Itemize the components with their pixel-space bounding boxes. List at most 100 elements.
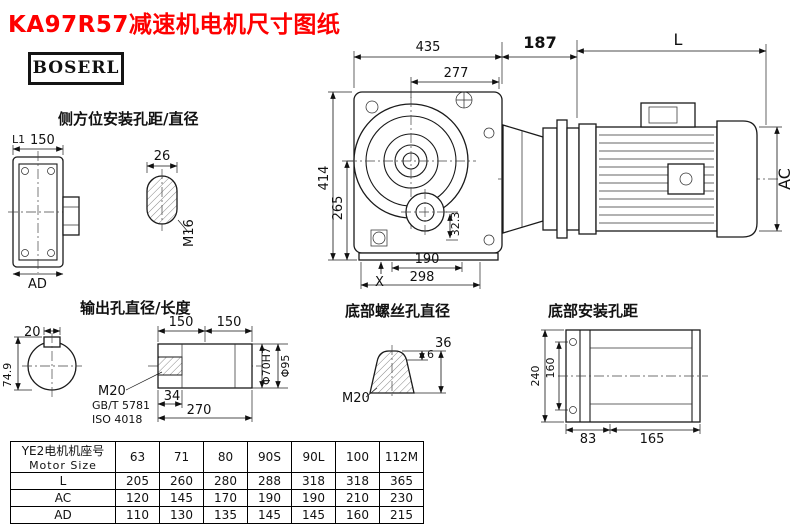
bottom-screw-label: 底部螺丝孔直径 [345, 302, 450, 320]
mount-bolt-hole [569, 406, 577, 414]
table-cell: 365 [379, 472, 424, 490]
bottom-screw-view: 底部螺丝孔直径 6 36 M20 [342, 302, 452, 406]
dim-298: 298 [360, 262, 481, 289]
dim-277: 277 [410, 66, 500, 98]
motor-side-view: 187 L AC [498, 30, 794, 239]
dim-36-label: 36 [435, 336, 452, 351]
dim-ad: AD [12, 271, 64, 292]
table-header-cn: YE2电机机座号 [21, 444, 105, 458]
dim-435-label: 435 [416, 40, 441, 55]
table-cell: 145 [247, 506, 292, 524]
output-shaft-view: 输出孔直径/长度 20 74.9 150 150 [1, 299, 292, 426]
size-col-112m: 112M [379, 441, 424, 473]
dim-190-label: 190 [415, 252, 440, 267]
table-cell: 210 [335, 489, 380, 507]
table-cell: 190 [291, 489, 336, 507]
table-header-motor-size: YE2电机机座号 Motor Size [10, 441, 116, 473]
table-cell: 230 [379, 489, 424, 507]
side-hole-label: 侧方位安装孔距/直径 [58, 110, 198, 128]
dim-ad-label: AD [28, 277, 47, 292]
dim-83-165: 83 165 [565, 424, 701, 445]
flange-bolt-hole [47, 167, 55, 175]
table-cell: 160 [335, 506, 380, 524]
dim-150-1-label: 150 [169, 315, 194, 330]
table-cell: 130 [159, 506, 204, 524]
table-cell: 120 [115, 489, 160, 507]
table-row-l: L 205 260 280 288 318 318 365 [10, 472, 424, 490]
table-header-row: YE2电机机座号 Motor Size 63 71 80 90S 90L 100… [10, 441, 424, 473]
table-cell: 170 [203, 489, 248, 507]
dim-160: 160 [544, 341, 568, 411]
motor-size-table: YE2电机机座号 Motor Size 63 71 80 90S 90L 100… [10, 441, 424, 524]
housing-bolt [365, 100, 379, 114]
side-hole-view: 侧方位安装孔距/直径 26 M16 [58, 110, 198, 247]
dim-150-flange: 150 [30, 133, 55, 148]
bottom-mount-label: 底部安装孔距 [548, 302, 638, 320]
dim-150-2-label: 150 [217, 315, 242, 330]
dim-m16: M16 [177, 219, 197, 247]
flange-bolt-hole [21, 167, 29, 175]
page-title: KA97R57减速机电机尺寸图纸 [8, 12, 341, 38]
dim-x: X [375, 261, 384, 290]
dim-m16-label: M16 [182, 219, 197, 247]
table-row-ad: AD 110 130 135 145 145 160 215 [10, 506, 424, 524]
dim-l1-150: L1 150 [12, 133, 64, 155]
technical-drawing: L1 150 AD 侧方位安装孔距/直径 26 M16 [1, 30, 794, 445]
dim-ac-label: AC [775, 168, 794, 190]
dim-298-label: 298 [410, 270, 435, 285]
flange-bolt-hole [47, 249, 55, 257]
dim-270-label: 270 [187, 403, 212, 418]
size-col-63: 63 [115, 441, 160, 473]
size-col-90s: 90S [247, 441, 292, 473]
adapter-flange [566, 127, 580, 231]
dim-74-9: 74.9 [1, 336, 42, 391]
table-cell: 135 [203, 506, 248, 524]
main-front-view: 435 277 414 265 32.3 X [317, 40, 503, 290]
dim-165-label: 165 [640, 432, 665, 445]
dim-270: 270 [157, 390, 253, 422]
dim-190: 190 [391, 252, 463, 272]
std-iso-label: ISO 4018 [92, 413, 142, 426]
dim-l-label: L [674, 30, 683, 49]
size-col-90l: 90L [291, 441, 336, 473]
gearbox-foot [358, 252, 499, 261]
flange-tab [62, 196, 80, 236]
dim-20-label: 20 [24, 325, 41, 340]
adapter-flange [556, 119, 568, 239]
dim-187: 187 [501, 33, 578, 118]
gearbox-adapter [502, 124, 544, 234]
dim-32-3-label: 32.3 [449, 212, 462, 237]
dim-277-label: 277 [444, 66, 469, 81]
flange-bolt-hole [21, 249, 29, 257]
motor-nameplate [667, 163, 705, 195]
dim-34: 34 [157, 389, 183, 422]
dim-26-label: 26 [154, 149, 171, 164]
dim-6-label: 6 [427, 348, 434, 361]
table-cell: 215 [379, 506, 424, 524]
table-cell: 205 [115, 472, 160, 490]
dim-265: 265 [331, 160, 353, 261]
adapter-flange [542, 127, 558, 231]
dim-d95-label: Φ95 [279, 355, 292, 378]
dim-187-label: 187 [523, 33, 556, 52]
thread-callout-bottom: M20 [342, 387, 378, 406]
dim-83-label: 83 [580, 432, 597, 445]
dim-34-label: 34 [164, 389, 181, 404]
fan-cowl [716, 120, 758, 238]
motor-endshield [578, 123, 597, 235]
housing-bolt [483, 234, 495, 246]
dim-160-label: 160 [544, 358, 557, 379]
size-col-71: 71 [159, 441, 204, 473]
dim-d70-label: Φ70H7 [260, 347, 273, 385]
dim-x-label: X [375, 275, 384, 290]
dim-diameters: Φ70H7 Φ95 [252, 343, 292, 389]
output-label: 输出孔直径/长度 [80, 299, 191, 317]
x-hole [372, 231, 386, 245]
row-label-ac: AC [10, 489, 116, 507]
table-cell: 110 [115, 506, 160, 524]
row-label-l: L [10, 472, 116, 490]
thread-callout: M20 GB/T 5781 ISO 4018 [92, 371, 163, 426]
dim-26: 26 [146, 149, 178, 173]
dim-240: 240 [529, 329, 564, 423]
dim-l: L [576, 30, 767, 125]
